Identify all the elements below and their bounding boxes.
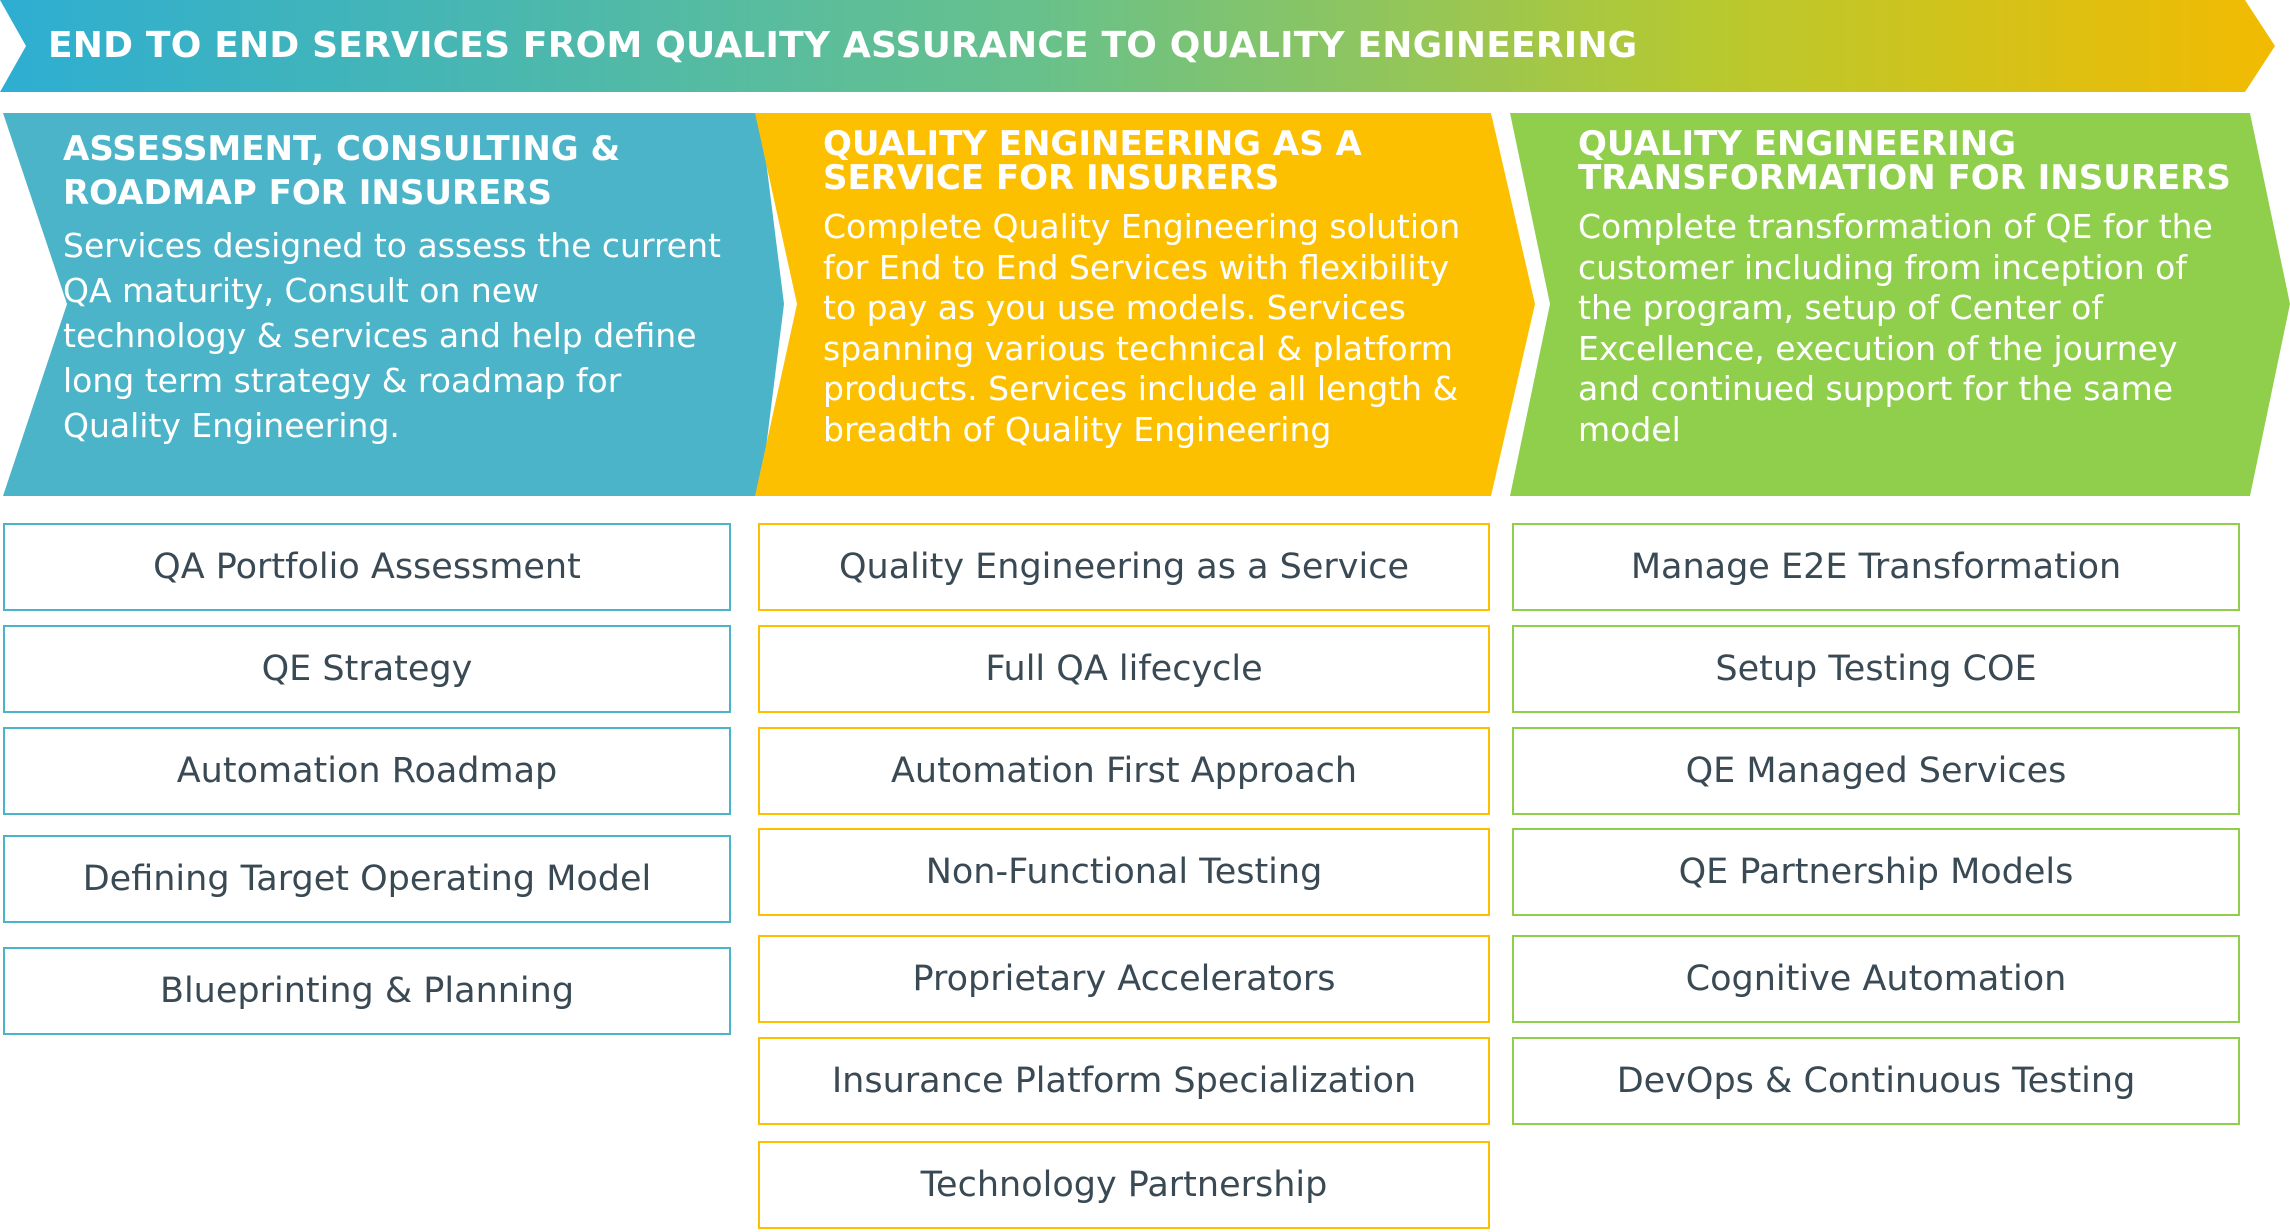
chevron-qe-as-a-service: QUALITY ENGINEERING AS A SERVICE FOR INS… bbox=[755, 113, 1535, 496]
service-item: Automation Roadmap bbox=[3, 727, 731, 815]
service-item: DevOps & Continuous Testing bbox=[1512, 1037, 2240, 1125]
chevron-title: QUALITY ENGINEERING TRANSFORMATION FOR I… bbox=[1578, 124, 2231, 198]
service-item: Quality Engineering as a Service bbox=[758, 523, 1490, 611]
service-item: Insurance Platform Specialization bbox=[758, 1037, 1490, 1125]
service-item: QE Managed Services bbox=[1512, 727, 2240, 815]
service-item: Setup Testing COE bbox=[1512, 625, 2240, 713]
service-item: Non-Functional Testing bbox=[758, 828, 1490, 916]
chevron-title: QUALITY ENGINEERING AS A SERVICE FOR INS… bbox=[823, 124, 1362, 198]
chevron-description: Complete transformation of QE for the cu… bbox=[1578, 207, 2213, 449]
service-item: Manage E2E Transformation bbox=[1512, 523, 2240, 611]
service-item: Defining Target Operating Model bbox=[3, 835, 731, 923]
service-item: Blueprinting & Planning bbox=[3, 947, 731, 1035]
service-item: Technology Partnership bbox=[758, 1141, 1490, 1229]
service-item: Automation First Approach bbox=[758, 727, 1490, 815]
header-banner bbox=[0, 0, 2275, 92]
service-item: Proprietary Accelerators bbox=[758, 935, 1490, 1023]
service-item: QE Strategy bbox=[3, 625, 731, 713]
service-item: QA Portfolio Assessment bbox=[3, 523, 731, 611]
chevron-description: Complete Quality Engineering solution fo… bbox=[823, 207, 1461, 449]
chevron-title: ASSESSMENT, CONSULTING & ROADMAP FOR INS… bbox=[63, 129, 621, 213]
banner-title: END TO END SERVICES FROM QUALITY ASSURAN… bbox=[48, 25, 1638, 66]
service-item: Cognitive Automation bbox=[1512, 935, 2240, 1023]
chevron-description: Services designed to assess the current … bbox=[63, 226, 721, 445]
chevron-assessment: ASSESSMENT, CONSULTING & ROADMAP FOR INS… bbox=[3, 113, 784, 496]
service-item: QE Partnership Models bbox=[1512, 828, 2240, 916]
chevron-qe-transformation: QUALITY ENGINEERING TRANSFORMATION FOR I… bbox=[1510, 113, 2290, 496]
service-item: Full QA lifecycle bbox=[758, 625, 1490, 713]
